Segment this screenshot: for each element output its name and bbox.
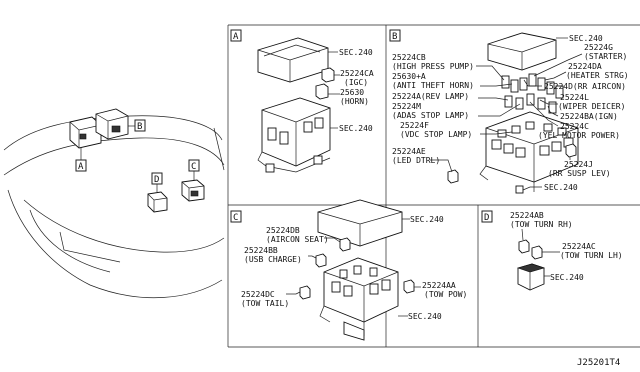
c-25224dc-name: (TOW TAIL) <box>241 299 289 308</box>
b-25224j-number: 25224J <box>564 160 593 169</box>
b-25224l-name: (WIPER DEICER) <box>558 102 625 111</box>
c-25224db-number: 25224DB <box>266 226 300 235</box>
b-25224g-number: 25224G <box>584 43 613 52</box>
relay-25630-icon <box>315 83 329 100</box>
b-25224d-rr-aircon: 25224D(RR AIRCON) <box>544 82 626 91</box>
overview-block-a-icon <box>69 116 102 149</box>
fuse-block-a <box>257 97 331 173</box>
overview-callout-b-label: B <box>137 122 142 132</box>
panel-a-letter: A <box>233 32 239 42</box>
c-25224bb-number: 25224BB <box>244 246 278 255</box>
b-25224a-rev-lamp: 25224A(REV LAMP) <box>392 92 469 101</box>
b-block-sec-label: SEC.240 <box>544 183 578 192</box>
relay-25224ac-icon <box>531 245 543 260</box>
panel-d-tag <box>481 210 493 223</box>
b-25630a-number: 25630+A <box>392 72 426 81</box>
b-cover-sec-label: SEC.240 <box>569 34 603 43</box>
c-cover-sec-label: SEC.240 <box>410 215 444 224</box>
d-25224ac-number: 25224AC <box>562 242 596 251</box>
panel-a-tag <box>230 29 242 42</box>
b-25224f-number: 25224F <box>400 121 429 130</box>
overview-block-d-icon <box>147 191 168 213</box>
relay-25224ae-icon <box>447 169 459 184</box>
panel-d-letter: D <box>484 213 489 223</box>
overview-callout-a <box>75 159 87 172</box>
overview-callout-c <box>188 159 200 172</box>
b-25224c-name: (YEL MOTOR POWER) <box>538 131 620 140</box>
panel-a: A SEC.240 25224CA (IGC) 25630 (HORN) <box>230 29 374 173</box>
fuse-holder-d <box>516 263 546 291</box>
c-block-sec-label: SEC.240 <box>408 312 442 321</box>
b-25224cb-name: (HIGH PRESS PUMP) <box>392 62 474 71</box>
d-sec-label: SEC.240 <box>550 273 584 282</box>
fuse-box-cover-b <box>487 32 557 71</box>
panel-d: D 25224AB (TOW TURN RH) 25224AC (TOW TUR… <box>481 210 623 291</box>
b-25224cb-number: 25224CB <box>392 53 426 62</box>
b-25224f-name: (VDC STOP LAMP) <box>400 130 472 139</box>
relay-25224j-icon <box>565 143 577 158</box>
panel-c-letter: C <box>233 213 238 223</box>
fuse-box-cover-c <box>317 199 403 247</box>
panel-c: C SEC.240 <box>230 199 467 341</box>
fuse-block-b <box>479 111 579 194</box>
vehicle-overview: A B C D <box>3 108 225 299</box>
overview-callout-d <box>151 172 163 185</box>
relay-25224ca-icon <box>321 67 335 83</box>
a-25224ca-number: 25224CA <box>340 69 374 78</box>
b-25224ae-name: (LED DTRL) <box>392 156 440 165</box>
c-25224aa-name: (TOW POW) <box>424 290 467 299</box>
relay-25224db-icon <box>339 237 351 252</box>
a-25630-name: (HORN) <box>340 97 369 106</box>
fuse-block-c <box>319 257 399 341</box>
overview-callout-d-label: D <box>154 175 159 185</box>
panel-b-tag <box>389 29 401 42</box>
b-25224da-number: 25224DA <box>568 62 602 71</box>
b-25224ba-ign: 25224BA(IGN) <box>560 112 618 121</box>
b-25224j-name: (RR SUSP LEV) <box>548 169 611 178</box>
diagram-id-label: J25201T4 <box>577 358 620 368</box>
a-cover-sec-label: SEC.240 <box>339 48 373 57</box>
overview-block-c-icon <box>181 179 205 202</box>
b-25224l-number: 25224L <box>560 93 589 102</box>
a-25630-number: 25630 <box>340 88 364 97</box>
panel-b: B SEC.240 <box>389 29 629 194</box>
overview-block-b-icon <box>95 108 129 140</box>
panel-c-tag <box>230 210 242 223</box>
d-25224ac-name: (TOW TURN LH) <box>560 251 623 260</box>
b-25224m-name: (ADAS STOP LAMP) <box>392 111 469 120</box>
c-25224aa-number: 25224AA <box>422 281 456 290</box>
a-block-sec-label: SEC.240 <box>339 124 373 133</box>
d-25224ab-number: 25224AB <box>510 211 544 220</box>
b-25224ae-number: 25224AE <box>392 147 426 156</box>
panel-b-letter: B <box>392 32 397 42</box>
c-25224dc-number: 25224DC <box>241 290 275 299</box>
d-25224ab-name: (TOW TURN RH) <box>510 220 573 229</box>
c-25224bb-name: (USB CHARGE) <box>244 255 302 264</box>
a-25224ca-name: (IGC) <box>344 78 368 87</box>
relay-25224ab-icon <box>518 239 530 254</box>
overview-callout-b <box>134 119 146 132</box>
b-25224c-number: 25224C <box>560 122 589 131</box>
overview-callout-a-label: A <box>78 162 84 172</box>
fuse-box-cover-a <box>257 37 329 83</box>
c-25224db-name: (AIRCON SEAT) <box>266 235 329 244</box>
overview-callout-c-label: C <box>191 162 196 172</box>
b-25224da-name: (HEATER STRG) <box>566 71 629 80</box>
b-25224m-number: 25224M <box>392 102 421 111</box>
relay-25224aa-icon <box>403 279 415 294</box>
relay-25224bb-icon <box>315 253 327 268</box>
relay-cluster-b <box>501 73 564 114</box>
b-25630a-name: (ANTI THEFT HORN) <box>392 81 474 90</box>
b-25224g-name: (STARTER) <box>584 52 627 61</box>
relay-25224dc-icon <box>299 285 311 300</box>
